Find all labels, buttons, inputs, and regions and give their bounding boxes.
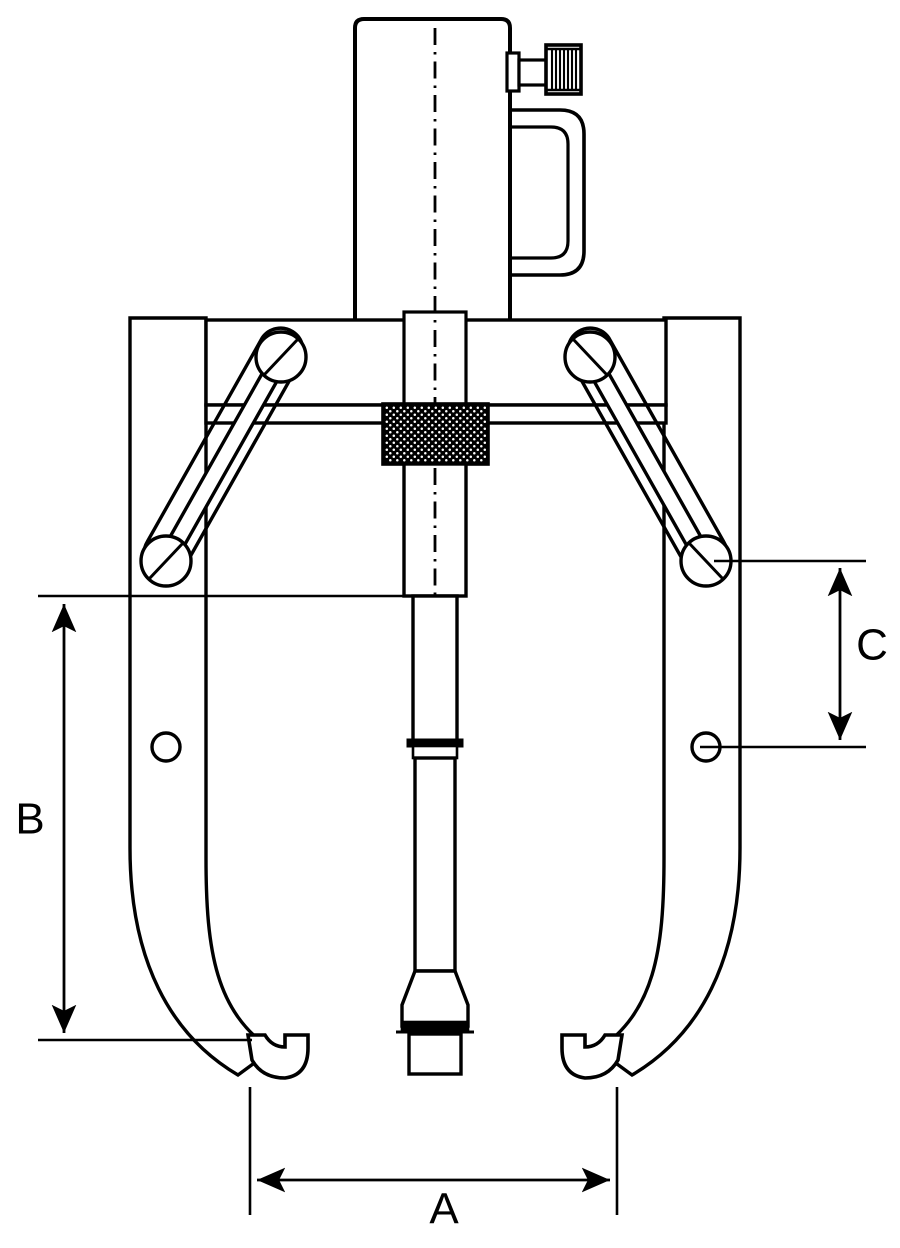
release-valve-knob: [505, 43, 583, 96]
carry-handle: [510, 108, 586, 277]
leg-hole-left: [150, 731, 182, 763]
claw-right: [560, 1033, 625, 1080]
spindle-upper-shank: [402, 310, 468, 407]
dimension-label-B: B: [15, 795, 44, 844]
knurled-adjuster-nut: [381, 402, 490, 466]
link-arm-right: [563, 326, 733, 588]
dimension-label-C: C: [856, 621, 888, 670]
dimension-C: [700, 559, 866, 749]
claw-left: [245, 1033, 310, 1080]
spindle-tip: [407, 1032, 463, 1076]
link-arm-left: [139, 326, 308, 588]
centre-spindle: [396, 462, 474, 1076]
dimension-label-A: A: [429, 1185, 459, 1234]
knob-knurl-lines: [550, 48, 578, 91]
dimension-A: [248, 1087, 619, 1215]
hydraulic-cylinder-body: [353, 17, 512, 324]
dimension-B: [38, 594, 410, 1042]
